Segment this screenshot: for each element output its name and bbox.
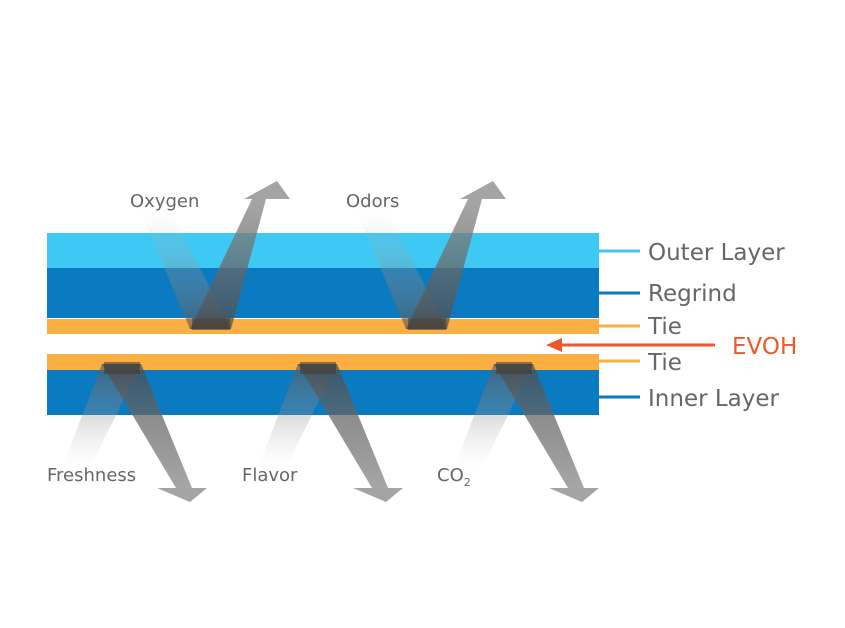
odors-label: Odors (346, 191, 399, 212)
co2-reflection-arrow (454, 364, 599, 502)
tie-bottom-label: Tie (647, 350, 682, 376)
freshness-label: Freshness (47, 465, 136, 486)
regrind-label: Regrind (648, 281, 737, 307)
tie-top-label: Tie (647, 314, 682, 340)
overlap-mark (300, 362, 336, 374)
evoh-label: EVOH (732, 334, 797, 360)
overlap-mark (408, 318, 446, 330)
outer-layer-band (47, 233, 599, 268)
freshness-reflection-arrow (62, 364, 207, 502)
tie-top-band (47, 319, 599, 334)
flavor-reflection-arrow (258, 364, 403, 502)
overlap-mark (496, 362, 532, 374)
oxygen-reflection-arrow (140, 181, 290, 329)
overlap-mark (192, 318, 230, 330)
overlap-mark (104, 362, 140, 374)
inner-layer-label: Inner Layer (648, 386, 780, 412)
odors-reflection-arrow (356, 181, 506, 329)
co2-label: CO2 (437, 465, 471, 489)
regrind-band (47, 268, 599, 318)
outer-layer-label: Outer Layer (648, 240, 785, 266)
oxygen-label: Oxygen (130, 191, 199, 212)
evoh-arrow (546, 338, 715, 352)
co2-label-main: CO (437, 465, 464, 486)
co2-label-subscript: 2 (464, 476, 471, 489)
flavor-label: Flavor (242, 465, 298, 486)
